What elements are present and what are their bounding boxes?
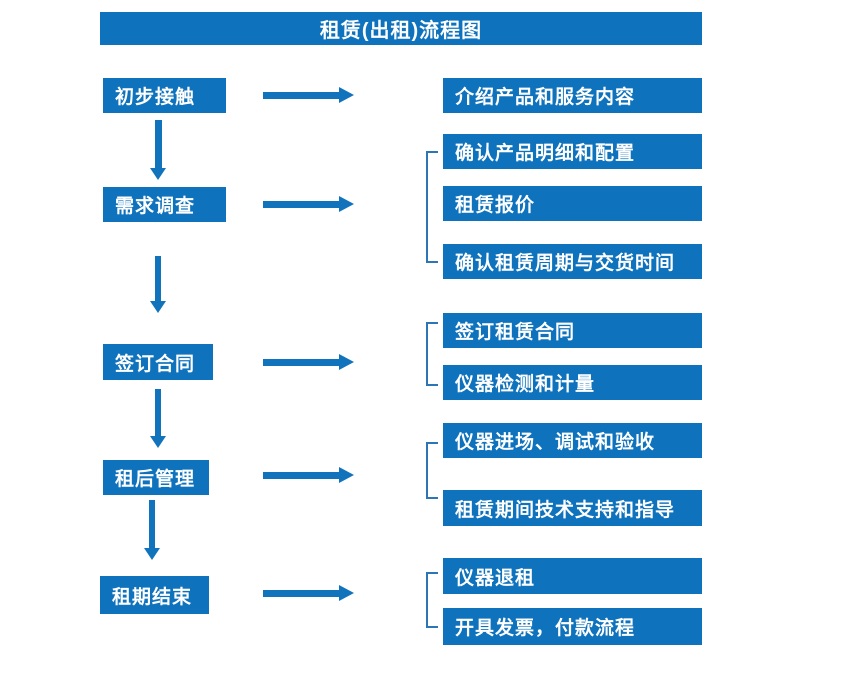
detail-sign-rental-contract: 签订租赁合同 bbox=[443, 313, 702, 348]
arrow-down-icon bbox=[150, 120, 166, 180]
arrow-right-icon bbox=[263, 196, 354, 212]
arrow-down-icon bbox=[150, 389, 166, 448]
stage-rental-end: 租期结束 bbox=[100, 576, 209, 614]
detail-instrument-testing: 仪器检测和计量 bbox=[443, 365, 702, 400]
group-bracket-demand-survey bbox=[426, 151, 438, 263]
arrow-right-icon bbox=[263, 354, 354, 370]
detail-rental-quote: 租赁报价 bbox=[443, 186, 702, 221]
detail-confirm-product-config: 确认产品明细和配置 bbox=[443, 134, 702, 169]
detail-confirm-period-delivery: 确认租赁周期与交货时间 bbox=[443, 244, 702, 279]
group-bracket-post-rental bbox=[426, 442, 438, 499]
group-bracket-rental-end bbox=[426, 572, 438, 628]
group-bracket-sign-contract bbox=[426, 322, 438, 386]
arrow-right-icon bbox=[263, 585, 354, 601]
arrow-right-icon bbox=[263, 87, 354, 103]
page-title: 租赁(出租)流程图 bbox=[319, 20, 483, 42]
detail-invoice-payment: 开具发票，付款流程 bbox=[443, 608, 702, 645]
arrow-down-icon bbox=[144, 500, 160, 560]
title-bar: 租赁(出租)流程图 bbox=[100, 12, 702, 45]
detail-tech-support: 租赁期间技术支持和指导 bbox=[443, 490, 702, 526]
stage-demand-survey: 需求调查 bbox=[103, 187, 226, 222]
detail-instrument-setup: 仪器进场、调试和验收 bbox=[443, 423, 702, 458]
detail-instrument-return: 仪器退租 bbox=[443, 558, 702, 594]
arrow-down-icon bbox=[150, 256, 166, 313]
arrow-right-icon bbox=[263, 467, 354, 483]
detail-introduce-products: 介绍产品和服务内容 bbox=[443, 78, 702, 113]
stage-initial-contact: 初步接触 bbox=[103, 78, 226, 113]
stage-post-rental-mgmt: 租后管理 bbox=[103, 460, 209, 495]
stage-sign-contract: 签订合同 bbox=[103, 344, 213, 380]
